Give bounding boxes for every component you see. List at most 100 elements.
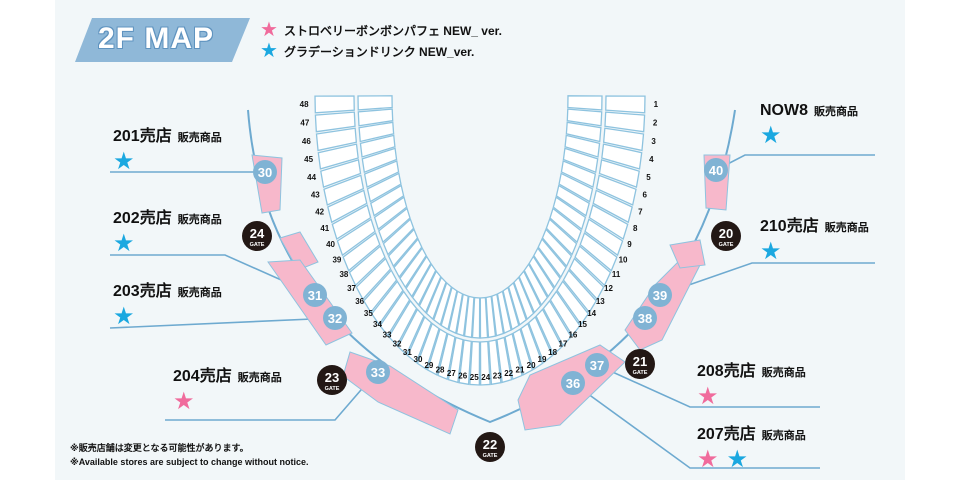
seat-block[interactable] bbox=[541, 228, 573, 268]
seat-block[interactable] bbox=[355, 257, 392, 301]
seat-block[interactable] bbox=[479, 296, 489, 339]
seat-block[interactable] bbox=[488, 339, 502, 386]
seat-block[interactable] bbox=[598, 159, 640, 188]
seat-block[interactable] bbox=[564, 134, 601, 158]
seat-block[interactable] bbox=[314, 111, 356, 133]
seat-block[interactable] bbox=[378, 207, 411, 244]
seat-block[interactable] bbox=[535, 308, 563, 356]
seat-block[interactable] bbox=[370, 280, 404, 326]
seat-block[interactable] bbox=[406, 315, 433, 364]
seat-block[interactable] bbox=[320, 159, 362, 188]
seat-block[interactable] bbox=[562, 147, 599, 174]
seat-block[interactable] bbox=[523, 263, 549, 307]
seat-block[interactable] bbox=[542, 299, 572, 347]
seat-block[interactable] bbox=[327, 189, 368, 224]
seat-block[interactable] bbox=[425, 276, 447, 321]
seat-block[interactable] bbox=[416, 322, 440, 371]
seat-block[interactable] bbox=[552, 196, 587, 231]
seat-block[interactable] bbox=[363, 160, 400, 189]
seat-block[interactable] bbox=[496, 290, 512, 335]
seat-block[interactable] bbox=[504, 332, 523, 381]
seat-block[interactable] bbox=[533, 246, 561, 289]
seat-block[interactable] bbox=[567, 95, 603, 111]
seat-block[interactable] bbox=[555, 184, 590, 217]
seat-block[interactable] bbox=[432, 281, 453, 326]
seat-block[interactable] bbox=[463, 295, 475, 339]
seat-block[interactable] bbox=[366, 172, 402, 203]
seat-block[interactable] bbox=[448, 290, 464, 335]
seat-block[interactable] bbox=[556, 280, 590, 326]
seat-block[interactable] bbox=[458, 339, 472, 386]
seat-block[interactable] bbox=[507, 281, 528, 326]
seat-block[interactable] bbox=[373, 196, 408, 231]
seat-block[interactable] bbox=[579, 232, 618, 272]
seat-block[interactable] bbox=[565, 121, 602, 143]
seat-block[interactable] bbox=[317, 143, 359, 170]
seat-block[interactable] bbox=[566, 108, 603, 127]
seat-block[interactable] bbox=[342, 232, 381, 272]
seat-block[interactable] bbox=[595, 174, 637, 206]
seat-block[interactable] bbox=[602, 127, 645, 152]
seat-block[interactable] bbox=[479, 340, 491, 386]
seat-block[interactable] bbox=[520, 322, 544, 371]
seat-block[interactable] bbox=[362, 269, 398, 314]
seat-block[interactable] bbox=[387, 228, 419, 268]
seat-block[interactable] bbox=[331, 204, 372, 240]
seat-block[interactable] bbox=[512, 328, 534, 376]
seat-block[interactable] bbox=[537, 237, 567, 279]
seat-block[interactable] bbox=[584, 218, 624, 257]
seat-block[interactable] bbox=[455, 293, 469, 337]
seat-block[interactable] bbox=[527, 315, 554, 364]
booth-marker[interactable] bbox=[253, 160, 277, 184]
seat-block[interactable] bbox=[437, 332, 456, 381]
seat-block[interactable] bbox=[405, 255, 432, 298]
seat-block[interactable] bbox=[447, 336, 464, 384]
seat-block[interactable] bbox=[549, 207, 582, 244]
seat-block[interactable] bbox=[469, 340, 481, 386]
seat-block[interactable] bbox=[399, 246, 427, 289]
seat-block[interactable] bbox=[397, 308, 425, 356]
seat-block[interactable] bbox=[426, 328, 448, 376]
seat-block[interactable] bbox=[357, 108, 394, 127]
booth-marker[interactable] bbox=[323, 306, 347, 330]
seat-block[interactable] bbox=[471, 296, 481, 339]
seat-block[interactable] bbox=[560, 160, 597, 189]
seat-block[interactable] bbox=[528, 255, 555, 298]
seat-block[interactable] bbox=[370, 184, 405, 217]
booth-marker[interactable] bbox=[303, 283, 327, 307]
seat-block[interactable] bbox=[411, 263, 437, 307]
seat-block[interactable] bbox=[393, 237, 423, 279]
booth-marker[interactable] bbox=[633, 306, 657, 330]
seat-block[interactable] bbox=[574, 245, 612, 287]
seat-block[interactable] bbox=[592, 189, 633, 224]
booth-marker[interactable] bbox=[366, 360, 390, 384]
seat-block[interactable] bbox=[601, 143, 643, 170]
seat-block[interactable] bbox=[314, 95, 355, 114]
booth-marker[interactable] bbox=[704, 158, 728, 182]
seat-block[interactable] bbox=[491, 293, 505, 337]
seat-block[interactable] bbox=[358, 121, 395, 143]
seat-block[interactable] bbox=[323, 174, 365, 206]
seat-block[interactable] bbox=[604, 111, 646, 133]
seat-block[interactable] bbox=[568, 257, 605, 301]
seat-block[interactable] bbox=[359, 134, 396, 158]
seat-block[interactable] bbox=[545, 218, 578, 256]
booth-marker[interactable] bbox=[561, 371, 585, 395]
seat-block[interactable] bbox=[440, 286, 458, 331]
seat-block[interactable] bbox=[382, 218, 415, 256]
seat-block[interactable] bbox=[379, 290, 411, 337]
seat-block[interactable] bbox=[485, 295, 497, 339]
seat-block[interactable] bbox=[562, 269, 598, 314]
seat-block[interactable] bbox=[336, 218, 376, 257]
seat-block[interactable] bbox=[549, 290, 581, 337]
seat-block[interactable] bbox=[588, 204, 629, 240]
seat-block[interactable] bbox=[361, 147, 398, 174]
seat-block[interactable] bbox=[348, 245, 386, 287]
seat-block[interactable] bbox=[558, 172, 594, 203]
seat-block[interactable] bbox=[502, 286, 520, 331]
seat-block[interactable] bbox=[315, 127, 358, 152]
seat-block[interactable] bbox=[513, 276, 535, 321]
seat-block[interactable] bbox=[518, 270, 542, 314]
seat-block[interactable] bbox=[357, 95, 393, 111]
seat-block[interactable] bbox=[418, 270, 442, 314]
